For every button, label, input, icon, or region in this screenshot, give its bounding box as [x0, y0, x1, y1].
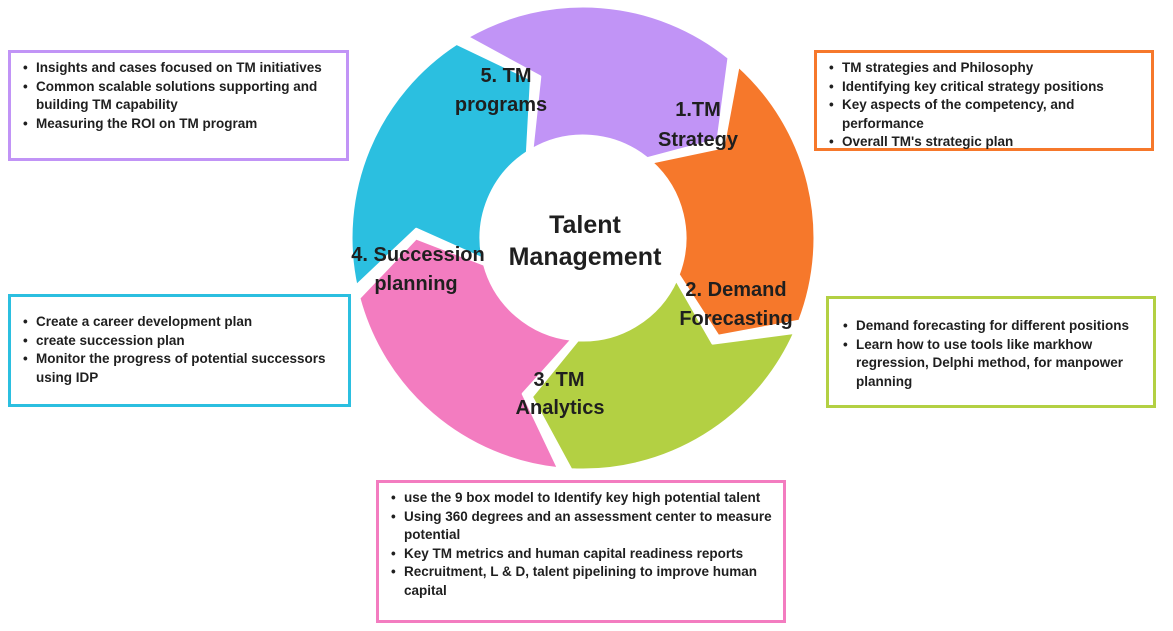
box-bullet-item: use the 9 box model to Identify key high…	[391, 489, 773, 508]
box-bullet-item: Insights and cases focused on TM initiat…	[23, 59, 336, 78]
analytics-label-line-1: 3. TM	[533, 369, 584, 391]
succession-list: Create a career development plan create …	[23, 313, 338, 387]
center-title-line-1: Talent	[549, 211, 621, 239]
demand-box: Demand forecasting for different positio…	[826, 296, 1156, 408]
box-bullet-item: Common scalable solutions supporting and…	[23, 78, 336, 115]
programs-list: Insights and cases focused on TM initiat…	[23, 59, 336, 133]
demand-label-line-2: Forecasting	[679, 308, 792, 330]
box-bullet-item: Identifying key critical strategy positi…	[829, 78, 1141, 97]
box-bullet-item: Learn how to use tools like markhow regr…	[843, 336, 1143, 392]
programs-label-line-1: 5. TM	[480, 65, 531, 87]
segment-succession	[349, 41, 533, 288]
segment-demand	[529, 278, 797, 472]
succession-label-line-1: 4. Succession	[351, 244, 484, 266]
demand-list: Demand forecasting for different positio…	[843, 317, 1143, 391]
box-bullet-item: Key TM metrics and human capital readine…	[391, 545, 773, 564]
box-bullet-item: Key aspects of the competency, and perfo…	[829, 96, 1141, 133]
box-bullet-item: Recruitment, L & D, talent pipelining to…	[391, 563, 773, 600]
box-bullet-item: Measuring the ROI on TM program	[23, 115, 336, 134]
box-bullet-item: Overall TM's strategic plan	[829, 133, 1141, 152]
succession-box: Create a career development plan create …	[8, 294, 351, 407]
box-bullet-item: Create a career development plan	[23, 313, 338, 332]
strategy-box: TM strategies and PhilosophyIdentifying …	[814, 50, 1154, 151]
segment-analytics	[357, 236, 574, 471]
succession-label-line-2: planning	[374, 273, 457, 295]
strategy-list: TM strategies and PhilosophyIdentifying …	[829, 59, 1141, 152]
box-bullet-item: TM strategies and Philosophy	[829, 59, 1141, 78]
strategy-label-line-2: Strategy	[658, 129, 739, 151]
box-bullet-item: Using 360 degrees and an assessment cent…	[391, 508, 773, 545]
strategy-label-line-1: 1.TM	[675, 99, 721, 121]
box-bullet-item: Monitor the progress of potential succes…	[23, 350, 338, 387]
box-bullet-item: Demand forecasting for different positio…	[843, 317, 1143, 336]
analytics-box: use the 9 box model to Identify key high…	[376, 480, 786, 623]
analytics-list: use the 9 box model to Identify key high…	[391, 489, 773, 600]
demand-label-line-1: 2. Demand	[685, 279, 786, 301]
center-title-line-2: Management	[509, 243, 662, 271]
segment-strategy	[649, 64, 817, 338]
analytics-label-line-2: Analytics	[516, 397, 605, 419]
programs-box: Insights and cases focused on TM initiat…	[8, 50, 349, 161]
segment-programs	[465, 4, 731, 161]
center-circle	[483, 138, 683, 338]
box-bullet-item: create succession plan	[23, 332, 338, 351]
programs-label-line-2: programs	[455, 94, 547, 116]
